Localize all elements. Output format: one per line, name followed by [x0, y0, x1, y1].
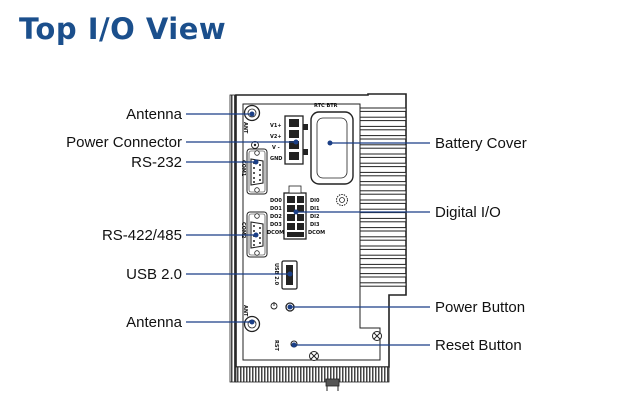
- leader-dot: [287, 304, 293, 310]
- leader-lines: [186, 111, 430, 348]
- heatsink-fin: [359, 107, 407, 112]
- label-rs232: RS-232: [131, 154, 182, 171]
- corner-screw: [372, 331, 382, 341]
- ant-bottom-mark: ANT: [242, 305, 248, 317]
- leader-dot: [253, 159, 259, 165]
- rtc-btr-mark: RTC BTR: [314, 103, 338, 109]
- gear-screw-icon: [336, 194, 348, 206]
- heatsink-fin: [359, 245, 407, 250]
- heatsink-fin: [359, 135, 407, 140]
- pwr-v2-mark: V2+: [270, 134, 282, 140]
- rs232-port: [246, 148, 268, 195]
- dio-left-2: DO2: [270, 214, 282, 220]
- label-antenna-bottom: Antenna: [126, 314, 183, 331]
- heatsink-fin: [359, 171, 407, 177]
- leader-dot: [249, 111, 255, 117]
- ant-top-mark: ANT: [242, 122, 248, 134]
- heatsink-fin: [359, 254, 407, 260]
- dio-right-1: DI1: [310, 206, 320, 212]
- label-digital-io: Digital I/O: [435, 204, 501, 221]
- heatsink-fin: [359, 144, 407, 149]
- heatsink-fin: [359, 153, 407, 158]
- heatsink-fin: [359, 199, 407, 204]
- label-antenna-top: Antenna: [126, 106, 183, 123]
- heatsink-fin: [359, 263, 407, 269]
- heatsink-fins: [359, 107, 407, 287]
- heatsink-fin: [359, 236, 407, 241]
- dio-left-1: DO1: [270, 206, 282, 212]
- heatsink-fin: [359, 273, 407, 278]
- leader-dot: [287, 271, 293, 277]
- com1-mark: COM1: [240, 160, 246, 177]
- label-power-button: Power Button: [435, 299, 525, 316]
- dio-right-2: DI2: [310, 214, 320, 220]
- leader-dot: [253, 232, 259, 238]
- heatsink-fin: [359, 217, 407, 223]
- heatsink-fin: [359, 181, 407, 186]
- dio-right-marks: DI0 DI1 DI2 DI3 DCOM: [308, 198, 325, 236]
- digital-io-connector: [283, 185, 307, 240]
- dio-left-4: DCOM: [267, 230, 284, 236]
- label-battery-cover: Battery Cover: [435, 135, 527, 152]
- device-body: [229, 93, 407, 391]
- label-reset-button: Reset Button: [435, 337, 522, 354]
- dio-right-0: DI0: [310, 198, 320, 204]
- com2-mark: COM2: [240, 222, 246, 239]
- pwr-v1-mark: V1+: [270, 123, 282, 129]
- corner-screw: [309, 351, 319, 361]
- battery-cover: [310, 111, 354, 185]
- dio-left-3: DO3: [270, 222, 282, 228]
- dio-right-4: DCOM: [308, 230, 325, 236]
- heatsink-fin: [359, 190, 407, 195]
- heatsink-fin: [359, 282, 407, 287]
- label-rs422-485: RS-422/485: [102, 227, 182, 244]
- label-power-connector: Power Connector: [66, 134, 182, 151]
- leader-dot: [249, 319, 255, 325]
- heatsink-fin: [359, 116, 407, 122]
- dio-left-marks: DO0 DO1 DO2 DO3 DCOM: [267, 198, 284, 236]
- dio-right-3: DI3: [310, 222, 320, 228]
- leader-dot: [327, 140, 333, 146]
- dio-left-0: DO0: [270, 198, 282, 204]
- rst-mark: RST: [273, 340, 279, 351]
- power-connector: [284, 115, 308, 165]
- page-title: Top I/O View: [19, 12, 227, 46]
- power-symbol-icon: [270, 302, 278, 310]
- heatsink-fin: [359, 125, 407, 131]
- leader-dot: [293, 209, 299, 215]
- leader-dot: [291, 342, 297, 348]
- pwr-vm-mark: V -: [272, 145, 280, 151]
- leader-dot: [293, 139, 299, 145]
- pwr-gnd-mark: GND: [270, 156, 282, 162]
- heatsink-fin: [359, 162, 407, 168]
- label-usb: USB 2.0: [126, 266, 182, 283]
- heatsink-fin: [359, 227, 407, 232]
